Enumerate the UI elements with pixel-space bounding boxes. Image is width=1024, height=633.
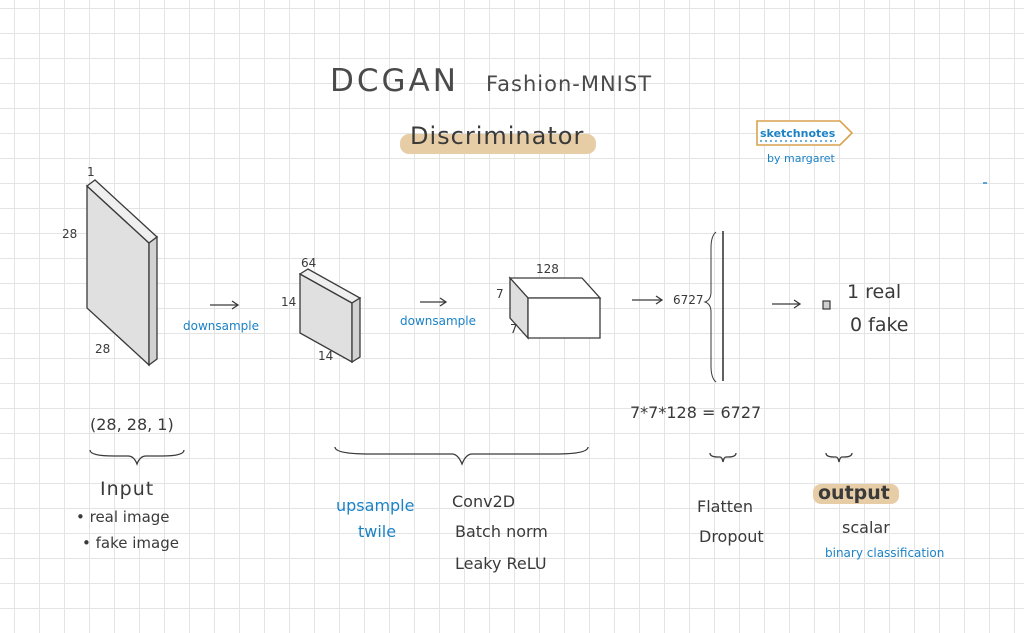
flatten-small-brace (709, 452, 737, 463)
conv-layer-batchnorm: Batch norm (455, 522, 548, 541)
layer2-height-label: 7 (496, 287, 504, 301)
layer1-depth-label: 64 (301, 256, 317, 270)
output-node (822, 300, 831, 310)
main-title: DCGAN (330, 63, 459, 99)
arrow-4 (772, 299, 802, 309)
conv-layer-leakyrelu: Leaky ReLU (455, 554, 547, 573)
input-heading: Input (100, 478, 155, 500)
input-height-label: 28 (62, 227, 78, 241)
conv-layer-2-tensor (508, 276, 602, 340)
arrow-2 (420, 297, 448, 307)
conv-brace (334, 446, 589, 466)
output-value: scalar (842, 518, 890, 537)
output-highlight (813, 484, 899, 504)
flatten-item-dropout: Dropout (699, 527, 764, 546)
layer1-height-label: 14 (281, 295, 297, 309)
input-tensor-side (148, 235, 158, 367)
main-subtitle: Fashion-MNIST (486, 72, 653, 96)
input-depth-label: 1 (87, 165, 95, 179)
arrows (210, 295, 802, 310)
heading-discriminator: Discriminator (410, 122, 585, 150)
layer1-width-label: 14 (318, 349, 334, 363)
layer2-width-label: 7 (510, 322, 518, 336)
conv-note-line2: twile (358, 522, 397, 541)
input-item-fake: • fake image (82, 534, 179, 552)
input-tensor (85, 179, 159, 367)
flatten-size-label: 6727 (673, 293, 704, 307)
conv-layer-2-front (527, 297, 601, 339)
section-braces (89, 446, 853, 466)
conv-layer-1-side (351, 296, 361, 364)
output-real-label: 1 real (847, 281, 902, 303)
input-item-real: • real image (76, 508, 170, 526)
arrow-label-2: downsample (400, 314, 477, 328)
arrow-label-1: downsample (183, 319, 260, 333)
badge-byline: by margaret (767, 152, 835, 165)
arrow-3 (632, 295, 664, 305)
flatten-formula: 7*7*128 = 6727 (630, 403, 762, 422)
heading-highlight (400, 134, 596, 154)
flatten-item-flatten: Flatten (697, 497, 753, 516)
conv-note-line1: upsample (336, 496, 415, 515)
output-small-brace (825, 452, 853, 463)
input-brace (89, 449, 185, 466)
conv-layer-1-tensor (298, 268, 362, 364)
layer2-depth-label: 128 (536, 262, 559, 276)
output-note: binary classification (825, 546, 945, 560)
badge-label: sketchnotes (760, 127, 836, 140)
input-width-label: 28 (95, 342, 111, 356)
heading-block: Discriminator (400, 122, 596, 154)
flatten-brace (703, 231, 717, 383)
input-shape: (28, 28, 1) (90, 415, 174, 434)
conv-layer-conv2d: Conv2D (452, 492, 516, 511)
output-fake-label: 0 fake (850, 314, 909, 336)
output-heading: output (818, 482, 890, 504)
badge-shape (756, 120, 854, 146)
arrow-1 (210, 300, 240, 310)
